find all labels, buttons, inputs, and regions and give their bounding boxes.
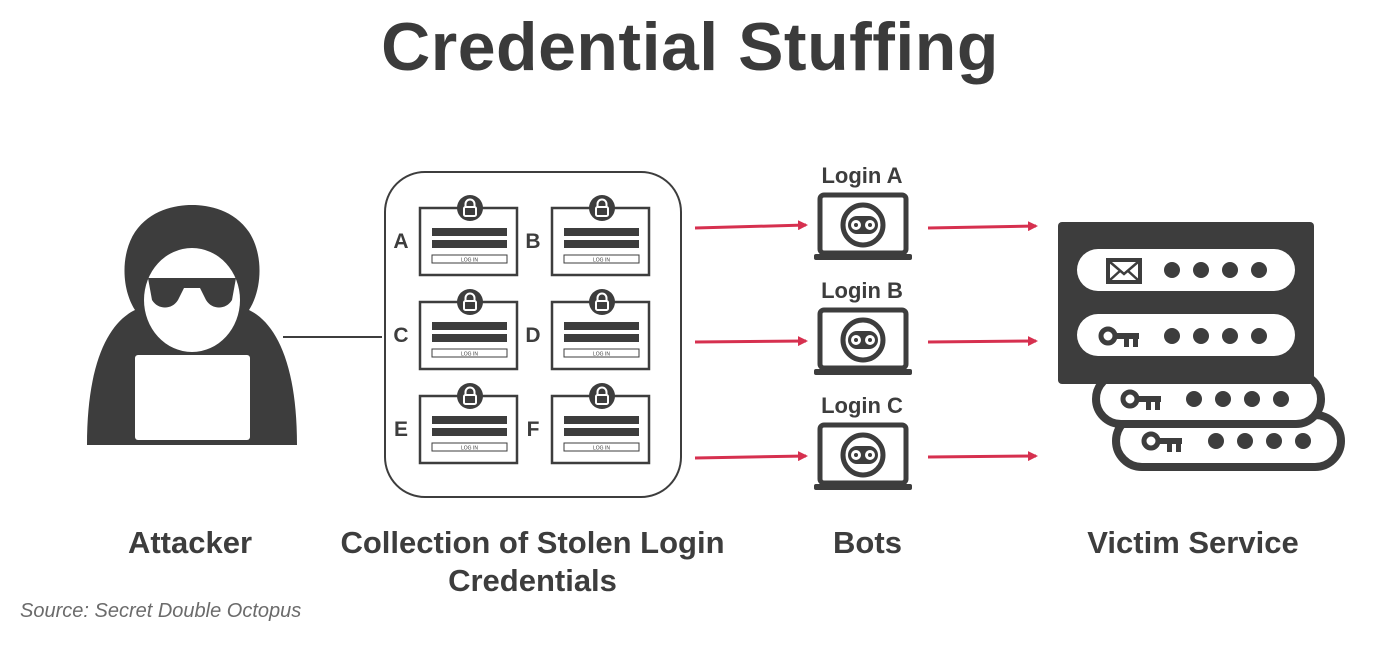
card-login-button [431, 348, 508, 358]
password-field [564, 240, 639, 248]
card-login-label: LOG IN [461, 446, 478, 452]
username-field [564, 416, 639, 424]
key-icon [1098, 326, 1139, 347]
card-login-label: LOG IN [461, 258, 478, 264]
card-login-button [563, 442, 640, 452]
card-login-button [563, 348, 640, 358]
lock-icon [457, 289, 483, 315]
card-letter: A [393, 230, 408, 253]
username-field [432, 322, 507, 330]
collection-caption: Collection of Stolen Login Credentials [340, 525, 725, 598]
arrow-to-bot-a [694, 220, 808, 231]
attacker-hacker-icon [87, 205, 297, 445]
arrow-to-bot-b [694, 336, 808, 347]
bot-label: Login B [821, 278, 903, 303]
card-login-label: LOG IN [593, 258, 610, 264]
username-field [432, 416, 507, 424]
email-icon [1106, 258, 1142, 284]
arrow-to-bot-c [694, 451, 808, 462]
bot-c: Login C [814, 393, 912, 490]
arrow-to-victim-a [927, 221, 1038, 232]
password-field [564, 334, 639, 342]
laptop-robot-icon [814, 192, 912, 260]
card-letter: F [527, 418, 540, 441]
credential-card-b: B LOG IN [525, 195, 651, 277]
card-login-button [563, 254, 640, 264]
credential-card-c: C LOG IN [393, 289, 519, 371]
card-login-label: LOG IN [593, 352, 610, 358]
key-icon [1120, 389, 1161, 410]
bot-label: Login C [821, 393, 903, 418]
card-letter: D [525, 324, 540, 347]
password-field [564, 428, 639, 436]
card-letter: E [394, 418, 408, 441]
credential-card-e: E LOG IN [394, 383, 519, 465]
password-field [432, 240, 507, 248]
credential-card-a: A LOG IN [393, 195, 519, 277]
source-note: Source: Secret Double Octopus [20, 600, 302, 622]
diagram-title: Credential Stuffing [381, 9, 999, 85]
password-field [432, 334, 507, 342]
lock-icon [589, 383, 615, 409]
username-field [564, 228, 639, 236]
username-field [432, 228, 507, 236]
victim-service-panel [1058, 222, 1314, 384]
victim-service-icon [1058, 222, 1345, 471]
card-letter: B [525, 230, 540, 253]
card-login-label: LOG IN [461, 352, 478, 358]
laptop-robot-icon [814, 307, 912, 375]
bot-b: Login B [814, 278, 912, 375]
card-login-label: LOG IN [593, 446, 610, 452]
bot-label: Login A [821, 163, 902, 188]
bots-caption: Bots [833, 525, 902, 560]
arrow-to-victim-b [927, 336, 1038, 347]
credential-card-d: D LOG IN [525, 289, 651, 371]
card-letter: C [393, 324, 408, 347]
victim-caption: Victim Service [1087, 525, 1299, 560]
lock-icon [457, 383, 483, 409]
lock-icon [589, 289, 615, 315]
card-login-button [431, 442, 508, 452]
card-login-button [431, 254, 508, 264]
lock-icon [589, 195, 615, 221]
lock-icon [457, 195, 483, 221]
username-field [564, 322, 639, 330]
arrow-to-victim-c [927, 451, 1038, 462]
password-field [432, 428, 507, 436]
attacker-caption: Attacker [127, 525, 253, 560]
key-icon [1141, 431, 1182, 452]
credential-card-f: F LOG IN [527, 383, 651, 465]
bot-a: Login A [814, 163, 912, 260]
laptop-robot-icon [814, 422, 912, 490]
